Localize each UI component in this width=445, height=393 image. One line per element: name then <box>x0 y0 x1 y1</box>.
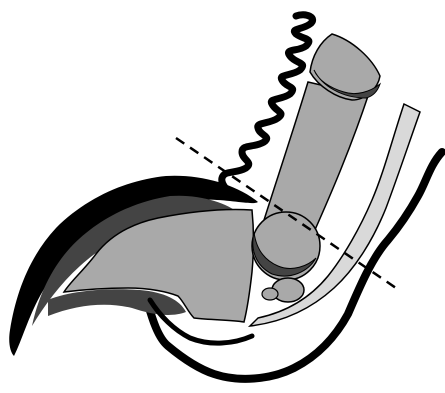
ungual-crest-tissue <box>48 289 186 316</box>
sesamoid-bone-small <box>262 288 278 300</box>
